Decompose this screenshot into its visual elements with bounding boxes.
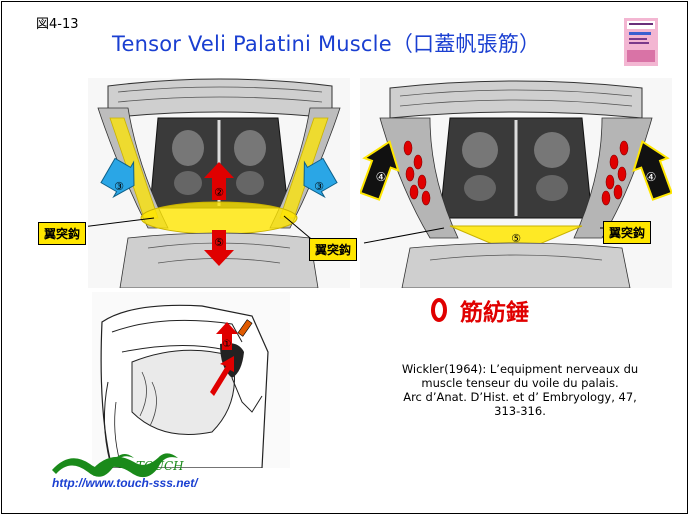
reference-line-1: Wickler(1964): L’equipment nerveaux du [360, 362, 680, 376]
hamulus-label-left: 翼突鈎 [38, 222, 86, 245]
muscle-spindle-label: 筋紡錘 [460, 293, 529, 327]
website-url: http://www.touch-sss.net/ [52, 476, 198, 490]
number-1-label: ① [223, 339, 232, 350]
slide-title: Tensor Veli Palatini Muscle（口蓋帆張筋） [112, 28, 540, 58]
book-cover-icon [624, 18, 658, 66]
number-4-right-label: ④ [646, 170, 657, 184]
number-5-label: ⑤ [214, 236, 224, 249]
hamulus-label-center: 翼突鈎 [309, 238, 357, 261]
reference-line-2: muscle tenseur du voile du palais. [360, 376, 680, 390]
sagittal-section-image: ① [92, 292, 290, 468]
number-4-left-label: ④ [376, 170, 387, 184]
muscle-spindle-icon [430, 297, 448, 323]
number-3-left-label: ③ [114, 180, 124, 193]
hamulus-label-right: 翼突鈎 [603, 221, 651, 244]
muscle-spindle-legend: 筋紡錘 [430, 290, 529, 330]
figure-id: 図4-13 [36, 13, 79, 32]
number-3-right-label: ③ [314, 180, 324, 193]
reference-citation: Wickler(1964): L’equipment nerveaux du m… [360, 362, 680, 418]
reference-line-3: Arc d’Anat. D’Hist. et d’ Embryology, 47… [360, 390, 680, 404]
coronal-section-right-image: ⑤ ④ ④ [360, 78, 672, 288]
reference-line-4: 313-316. [360, 404, 680, 418]
number-2-label: ② [214, 186, 224, 199]
logo-text: TOUCH [136, 459, 184, 473]
